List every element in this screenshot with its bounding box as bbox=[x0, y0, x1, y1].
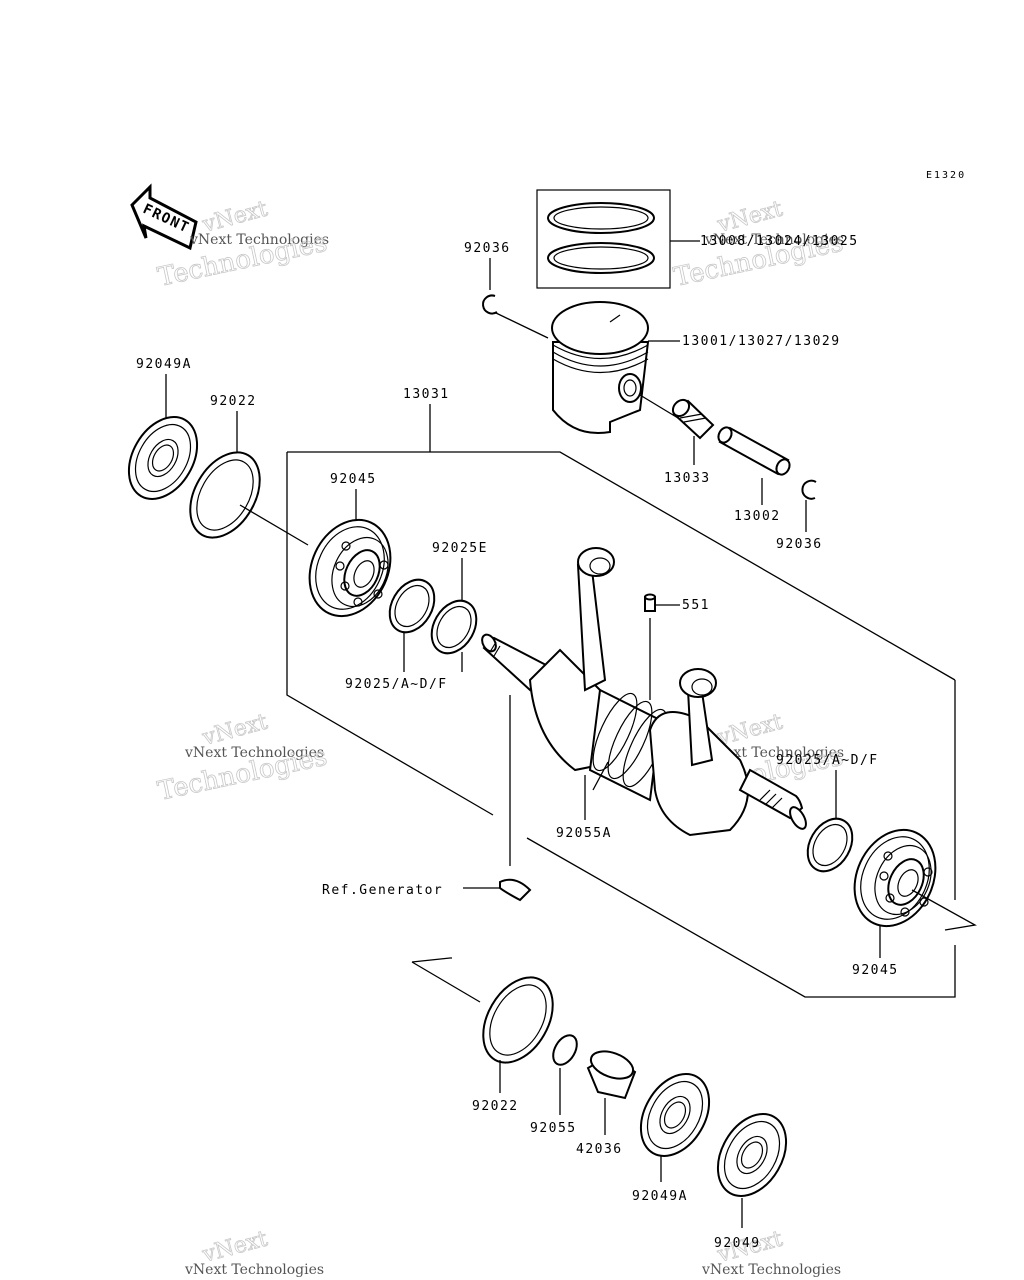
label-92036-right: 92036 bbox=[776, 537, 823, 552]
label-551: 551 bbox=[682, 598, 710, 613]
needle-bearing[interactable] bbox=[670, 397, 715, 440]
oil-seal-bottom-a[interactable] bbox=[627, 1062, 723, 1168]
front-arrow-icon: FRONT bbox=[130, 183, 198, 251]
piston-pin[interactable] bbox=[716, 425, 792, 477]
pin-551[interactable] bbox=[644, 593, 656, 612]
label-13033: 13033 bbox=[664, 471, 711, 486]
piston[interactable] bbox=[551, 301, 650, 434]
label-92049A-top: 92049A bbox=[136, 357, 192, 372]
svg-text:vNext Technologies: vNext Technologies bbox=[704, 232, 844, 248]
oil-seal-bottom[interactable] bbox=[704, 1102, 800, 1208]
o-ring-92055[interactable] bbox=[548, 1031, 581, 1069]
main-bearing-right[interactable] bbox=[839, 817, 950, 940]
watermark: vNext vNext Technologies bbox=[701, 1226, 841, 1278]
label-92049: 92049 bbox=[714, 1236, 761, 1251]
circlip-top[interactable] bbox=[482, 294, 498, 315]
label-42036: 42036 bbox=[576, 1142, 623, 1157]
svg-text:vNext Technologies: vNext Technologies bbox=[701, 1262, 841, 1278]
watermark: vNext vNext Technologies bbox=[184, 1226, 324, 1278]
label-92049A-bottom: 92049A bbox=[632, 1189, 688, 1204]
watermark: vNext vNext Technologies Technologies bbox=[155, 709, 330, 807]
label-92045-left: 92045 bbox=[330, 472, 377, 487]
label-13002: 13002 bbox=[734, 509, 781, 524]
svg-text:vNext Technologies: vNext Technologies bbox=[704, 745, 844, 761]
shim-top-left[interactable] bbox=[176, 440, 274, 550]
label-13008: 13008/13024/13025 bbox=[700, 234, 859, 249]
label-13001: 13001/13027/13029 bbox=[682, 334, 841, 349]
woodruff-key[interactable] bbox=[499, 878, 532, 902]
diagram-code: E1320 bbox=[926, 170, 966, 181]
label-92022-top: 92022 bbox=[210, 394, 257, 409]
crankshaft[interactable] bbox=[479, 547, 809, 837]
label-92045-right: 92045 bbox=[852, 963, 899, 978]
piston-ring-set[interactable] bbox=[536, 189, 671, 289]
label-92055A: 92055A bbox=[556, 826, 612, 841]
main-bearing-left[interactable] bbox=[294, 507, 405, 630]
label-92036-top: 92036 bbox=[464, 241, 511, 256]
shim-92025-left[interactable] bbox=[381, 572, 444, 640]
circlip-right[interactable] bbox=[801, 479, 817, 500]
shim-92025-right[interactable] bbox=[799, 811, 862, 879]
label-92022-bottom: 92022 bbox=[472, 1099, 519, 1114]
label-92025-right: 92025/A~D/F bbox=[776, 753, 879, 768]
collar-42036[interactable] bbox=[586, 1046, 637, 1100]
svg-text:vNext Technologies: vNext Technologies bbox=[184, 1262, 324, 1278]
label-13031: 13031 bbox=[403, 387, 450, 402]
oil-seal-top-left[interactable] bbox=[115, 405, 211, 511]
label-92055: 92055 bbox=[530, 1121, 577, 1136]
shim-bottom[interactable] bbox=[469, 965, 567, 1075]
svg-text:vNext Technologies: vNext Technologies bbox=[184, 745, 324, 761]
svg-text:vNext Technologies: vNext Technologies bbox=[189, 232, 329, 248]
shim-92025E[interactable] bbox=[423, 593, 486, 661]
label-ref-generator: Ref.Generator bbox=[322, 883, 443, 898]
label-92025E: 92025E bbox=[432, 541, 488, 556]
label-92025-left: 92025/A~D/F bbox=[345, 677, 448, 692]
